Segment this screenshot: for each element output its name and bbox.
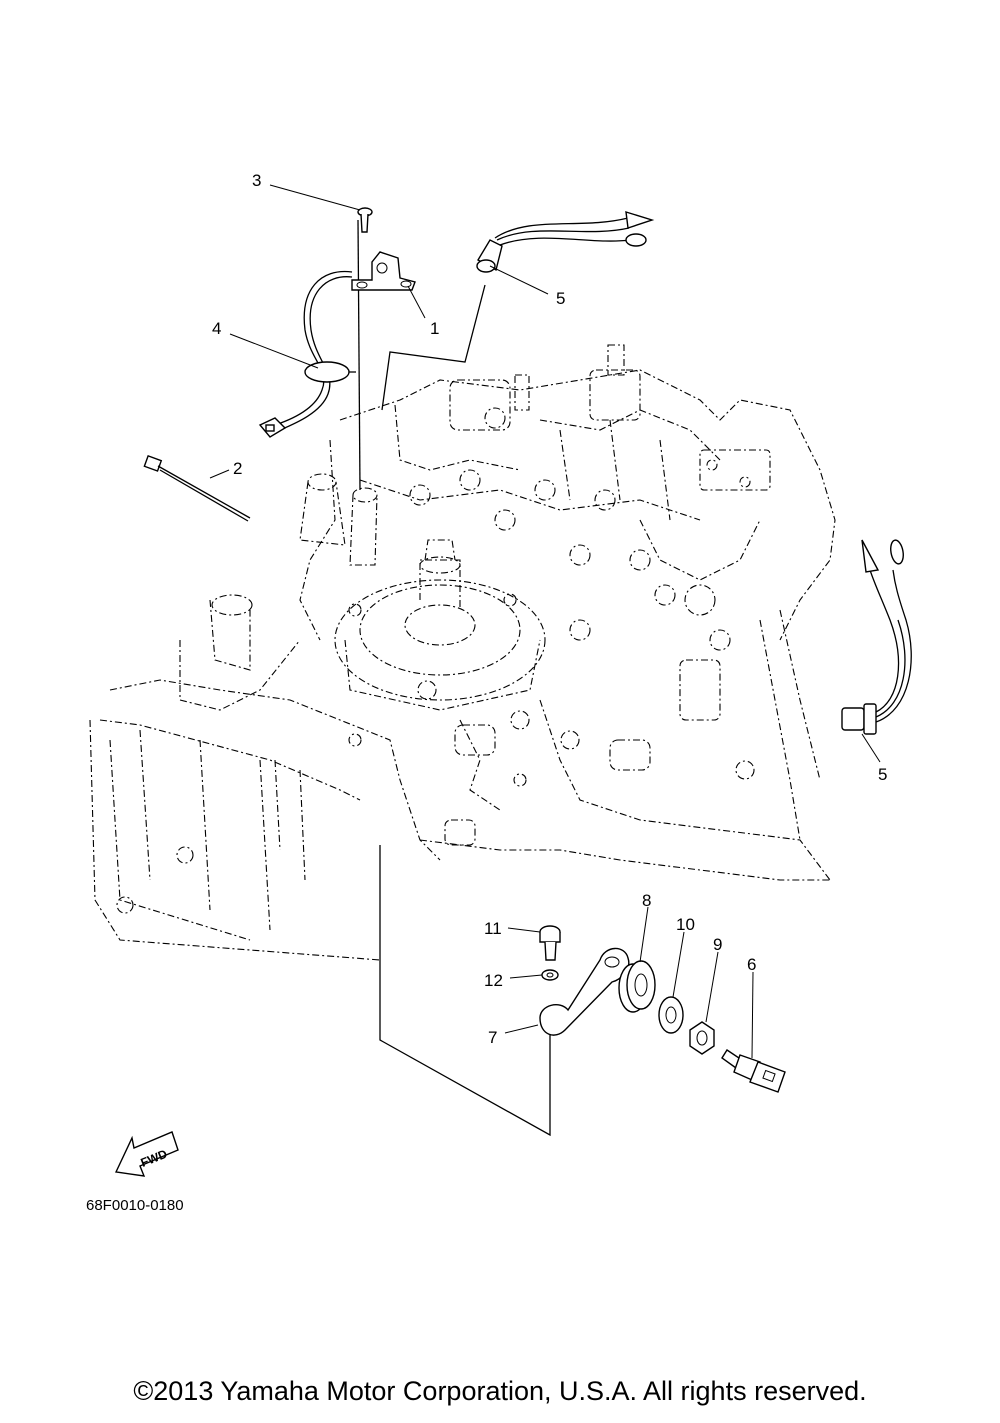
- diagram-reference-number: 68F0010-0180: [86, 1197, 184, 1214]
- part-3-screw: [357, 207, 373, 233]
- part-12-washer: [541, 969, 559, 981]
- part-6-sensor: [721, 1049, 786, 1093]
- copyright-notice: ©2013 Yamaha Motor Corporation, U.S.A. A…: [133, 1376, 867, 1406]
- head-bolts: [409, 469, 731, 651]
- callout-4: 4: [212, 319, 221, 338]
- part-9-nut: [689, 1021, 715, 1055]
- reference-lines: [357, 219, 551, 1137]
- gear-tower: [179, 594, 301, 711]
- callout-5-upper: 5: [556, 289, 565, 308]
- part-2-cable-tie: [143, 455, 251, 522]
- flywheel-stator: [334, 539, 546, 711]
- part-10-gasket: [658, 996, 684, 1034]
- callout-3: 3: [252, 171, 261, 190]
- callout-7: 7: [488, 1028, 497, 1047]
- callout-1: 1: [430, 319, 439, 338]
- engine-block: [89, 344, 836, 961]
- part-11-bolt: [539, 925, 561, 961]
- callout-9: 9: [713, 935, 722, 954]
- part-1-sensor: [258, 251, 416, 438]
- part-8-grommet: [618, 960, 656, 1013]
- callout-10: 10: [676, 915, 695, 934]
- part-5-right-switch: [841, 539, 912, 735]
- callout-8: 8: [642, 891, 651, 910]
- callout-numbers: 3 1 4 5 2 5 8 10 11 9 6 12 7: [212, 171, 887, 1047]
- part-4-clamp: [304, 361, 356, 383]
- fwd-arrow-icon: FWD: [114, 1131, 179, 1177]
- callout-2: 2: [233, 459, 242, 478]
- callout-6: 6: [747, 955, 756, 974]
- callout-12: 12: [484, 971, 503, 990]
- side-cover: [89, 719, 381, 961]
- part-5-upper-switch: [476, 211, 655, 273]
- leader-lines: [209, 184, 881, 1059]
- callout-5-right: 5: [878, 765, 887, 784]
- callout-11: 11: [484, 919, 502, 938]
- part-7-bracket: [539, 947, 630, 1036]
